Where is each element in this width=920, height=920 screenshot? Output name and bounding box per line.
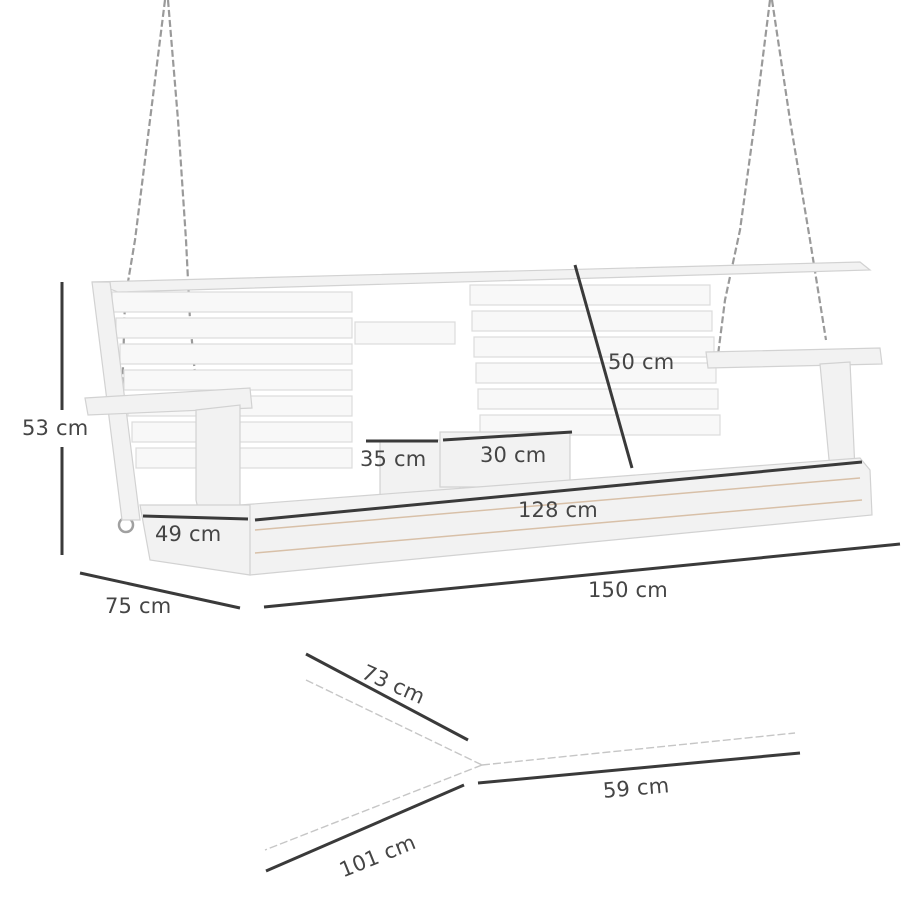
chain-assembly-icon	[264, 652, 801, 873]
center-console-icon	[379, 431, 571, 496]
seat-front-icon	[139, 457, 873, 576]
overall-width-label: 150 cm	[588, 578, 668, 602]
height-total-label: 53 cm	[22, 416, 89, 440]
dimension-lines	[60, 264, 901, 610]
seat-width-label: 128 cm	[518, 498, 598, 522]
console-depth-label: 30 cm	[480, 443, 547, 467]
overall-depth-label: 75 cm	[105, 594, 172, 618]
seat-depth-label: 49 cm	[155, 522, 222, 546]
console-width-label: 35 cm	[360, 447, 427, 471]
backrest-height-label: 50 cm	[608, 350, 675, 374]
